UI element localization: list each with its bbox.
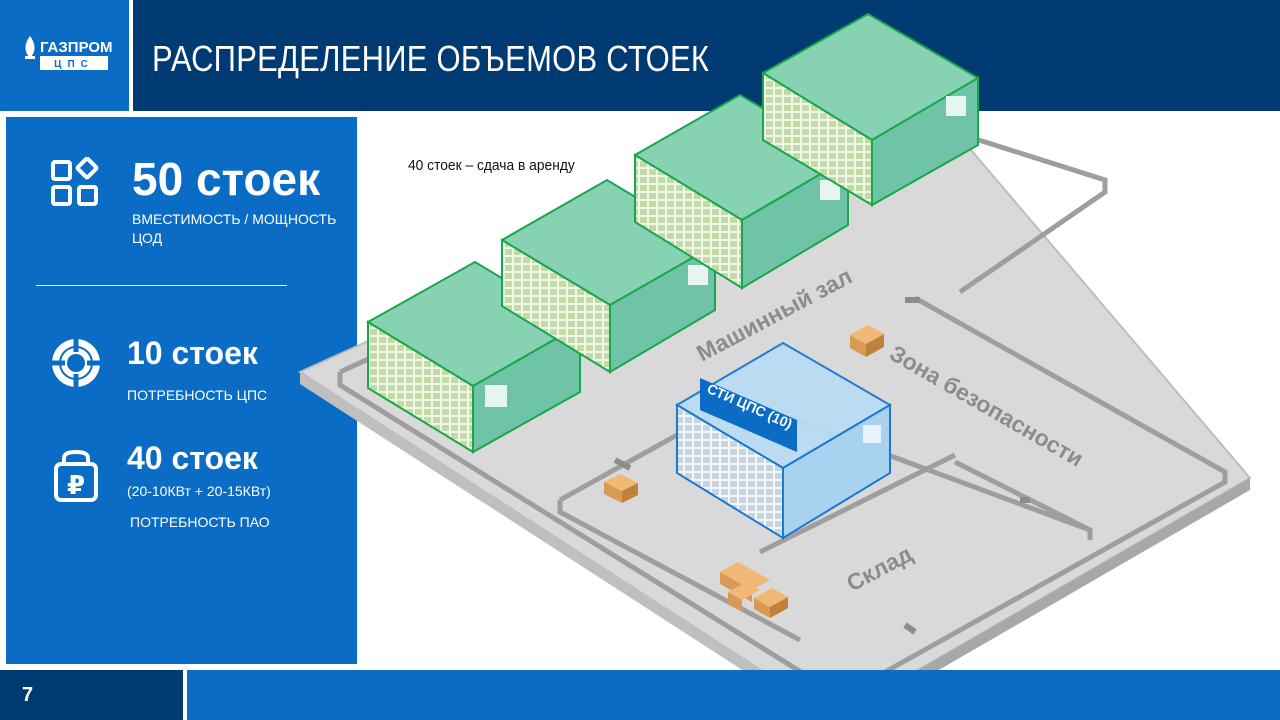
logo-text: ГАЗПРОМ — [40, 39, 112, 56]
pao-need-value: 40 стоек — [127, 440, 258, 476]
ruble-bag-icon: ₽ — [54, 450, 98, 502]
page-number: 7 — [22, 684, 34, 706]
footer-right — [187, 670, 1280, 720]
logo-subtext: ЦПС — [54, 59, 94, 70]
logo-box: ГАЗПРОМ ЦПС — [0, 0, 129, 111]
divider — [36, 285, 287, 286]
cps-need-caption: ПОТРЕБНОСТЬ ЦПС — [127, 387, 268, 403]
gazprom-logo: ГАЗПРОМ ЦПС — [25, 36, 112, 70]
page-title: РАСПРЕДЕЛЕНИЕ ОБЪЕМОВ СТОЕК — [152, 38, 710, 79]
svg-text:₽: ₽ — [67, 470, 85, 500]
rack-row-2 — [500, 178, 717, 374]
pao-need-detail: (20-10КВт + 20-15КВт) — [127, 483, 271, 499]
capacity-caption: ВМЕСТИМОСТЬ / МОЩНОСТЬ ЦОД — [132, 211, 337, 246]
stats-panel — [6, 117, 357, 664]
title-bar — [133, 0, 1280, 111]
footer-left — [0, 670, 183, 720]
rack-row-4 — [761, 12, 980, 207]
cargo-boxes — [604, 325, 884, 618]
rack-row-1 — [366, 260, 582, 454]
cps-rack-block — [675, 341, 892, 540]
lifebuoy-icon — [52, 339, 100, 387]
capacity-value: 50 стоек — [132, 153, 321, 205]
cps-need-value: 10 стоек — [127, 335, 258, 371]
rack-row-3 — [633, 93, 850, 290]
rent-label: 40 стоек – сдача в аренду — [408, 157, 575, 174]
pao-need-caption: ПОТРЕБНОСТЬ ПАО — [130, 514, 270, 530]
apps-grid-icon — [51, 157, 99, 206]
